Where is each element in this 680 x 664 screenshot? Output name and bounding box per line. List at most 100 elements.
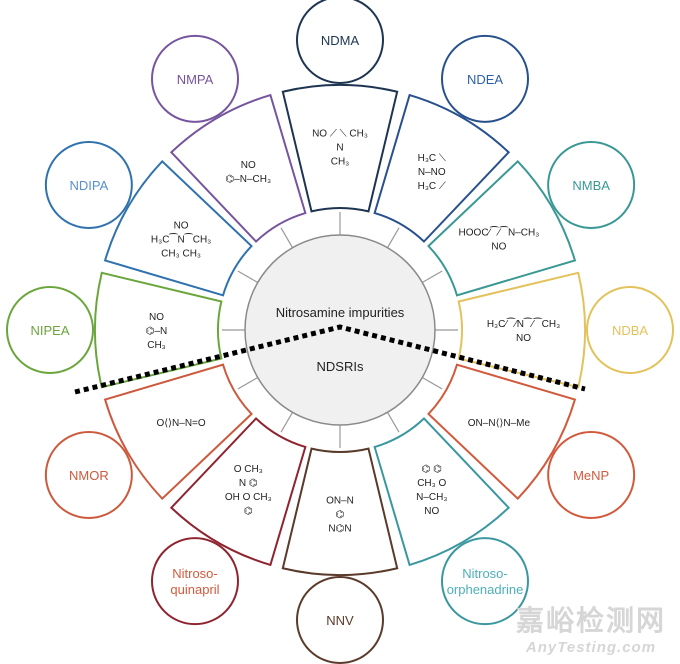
center-circle — [244, 234, 436, 426]
tick-line — [237, 376, 259, 390]
label-circle — [44, 141, 133, 229]
center-subtitle: NDSRIs — [317, 359, 364, 374]
segment-menp: ON–N⟨⟩N–Me — [427, 363, 577, 501]
label-circle — [44, 431, 133, 519]
label-nmba: NMBA — [547, 141, 636, 229]
ndsri-divider-dotted-line — [74, 324, 586, 395]
tick-line — [280, 411, 294, 433]
label-ndipa: NDIPA — [44, 141, 133, 229]
tick-line — [280, 227, 294, 249]
segment-outline — [169, 93, 307, 243]
label-ndea: NDEA — [441, 34, 529, 123]
segment-outline — [281, 447, 399, 576]
label-text: NDMA — [321, 33, 360, 48]
label-text: NNV — [326, 613, 354, 628]
label-circle — [547, 141, 636, 229]
segment-outline — [94, 271, 223, 389]
label-circle — [547, 431, 636, 519]
structure-text: N–NO — [418, 167, 446, 178]
tick-line — [237, 270, 259, 284]
structure-text: O CH₃ — [234, 464, 263, 475]
structure-text: ⌬–N — [146, 326, 168, 337]
segment-outline — [373, 417, 511, 567]
segment-nitroso-orphenadrine: ⌬ ⌬ CH₃ O N–CH₃ NO — [373, 417, 511, 567]
structure-text: ⌬ — [244, 506, 253, 517]
tick-line — [421, 376, 443, 390]
structure-text: NO — [149, 312, 164, 323]
label-circle — [151, 537, 239, 626]
segment-nipea: NO ⌬–N CH₃ — [94, 271, 223, 389]
structure-text: NO — [174, 220, 189, 231]
structure-text: N⌬N — [328, 524, 351, 535]
label-text: quinapril — [170, 582, 219, 597]
structure-text: O⟨⟩N–N=O — [156, 418, 205, 429]
watermark: 嘉峪检测网 AnyTesting.com — [516, 599, 666, 656]
segment-outline — [103, 159, 253, 297]
segment-nmor: O⟨⟩N–N=O — [103, 363, 253, 501]
structure-text: N — [336, 143, 343, 154]
label-text: NIPEA — [30, 323, 69, 338]
label-text: NMPA — [177, 72, 214, 87]
label-circle — [586, 286, 674, 374]
label-ndba: NDBA — [586, 286, 674, 374]
label-circle — [296, 0, 384, 84]
label-circle — [441, 34, 529, 123]
structure-text: HOOC⁄⁀⁄⁀N–CH₃ — [459, 225, 540, 238]
structure-text: CH₃ O — [417, 478, 446, 489]
label-text: Nitroso- — [462, 566, 508, 581]
segment-outline — [427, 363, 577, 501]
structure-text: N–CH₃ — [416, 492, 447, 503]
tick-line — [421, 270, 443, 284]
tick-line — [386, 227, 400, 249]
structure-text: NO — [491, 241, 506, 252]
structure-text: ⌬–N–CH₃ — [225, 174, 271, 185]
label-text: NDIPA — [69, 178, 108, 193]
structure-text: NO — [241, 160, 256, 171]
structure-text: N ⌬ — [239, 478, 258, 489]
label-menp: MeNP — [547, 431, 636, 519]
structure-text: ⌬ — [336, 510, 345, 521]
structure-text: H₃C ⟋ — [418, 181, 446, 192]
segment-ndea: H₃C ⟍ N–NO H₃C ⟋ — [373, 93, 511, 243]
label-nmpa: NMPA — [151, 34, 239, 123]
structure-text: NO — [516, 333, 531, 344]
label-nnv: NNV — [296, 576, 384, 664]
structure-text: ⌬ ⌬ — [422, 464, 442, 475]
label-text: NMOR — [69, 468, 109, 483]
structure-text: H₃C⁀N⁀CH₃ — [151, 232, 211, 245]
watermark-cn: 嘉峪检测网 — [515, 605, 666, 636]
label-circle — [296, 576, 384, 664]
label-text: NMBA — [572, 178, 610, 193]
label-nitroso-orphenadrine: Nitroso-orphenadrine — [441, 537, 529, 626]
structure-text: NO ⟋ ⟍ CH₃ — [312, 129, 368, 140]
segment-ndba: H₃C⁄⁀⁄N⁀⁄⁀CH₃ NO — [457, 271, 586, 389]
tick-line — [386, 411, 400, 433]
structure-text: H₃C ⟍ — [418, 153, 446, 164]
label-nitroso-quinapril: Nitroso-quinapril — [151, 537, 239, 626]
center-title: Nitrosamine impurities — [276, 305, 405, 320]
label-ndma: NDMA — [296, 0, 384, 84]
label-text: MeNP — [573, 468, 609, 483]
segment-nnv: ON–N⌬N⌬N — [281, 447, 399, 576]
segment-outline — [373, 93, 511, 243]
label-circle — [151, 34, 239, 123]
structure-text: CH₃ — [147, 340, 166, 351]
label-nipea: NIPEA — [6, 286, 94, 374]
watermark-en: AnyTesting.com — [525, 639, 657, 656]
structure-text: H₃C⁄⁀⁄N⁀⁄⁀CH₃ — [487, 317, 560, 330]
segment-nmpa: NO ⌬–N–CH₃ — [169, 93, 307, 243]
label-nmor: NMOR — [44, 431, 133, 519]
segment-outline — [427, 159, 577, 297]
label-circle — [6, 286, 94, 374]
label-text: Nitroso- — [172, 566, 218, 581]
segment-ndma: NO ⟋ ⟍ CH₃ N CH₃ — [281, 84, 399, 213]
label-text: NDBA — [612, 323, 648, 338]
segment-outline — [103, 363, 253, 501]
label-circle — [441, 537, 529, 626]
structure-text: CH₃ — [331, 157, 350, 168]
label-text: orphenadrine — [447, 582, 524, 597]
structure-text: NO — [424, 506, 439, 517]
